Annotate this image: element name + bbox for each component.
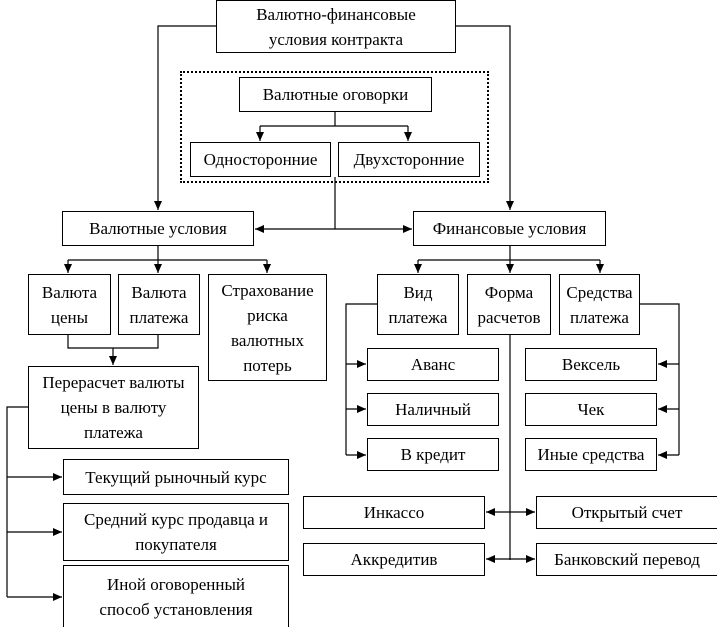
recalculation-box: Перерасчет валюты цены в валюту платежа <box>28 366 199 449</box>
one-sided-clauses-box: Односторонние <box>190 142 331 177</box>
payment-means-bill: Вексель <box>525 348 657 381</box>
payment-type-cash: Наличный <box>367 393 499 426</box>
payment-type-credit: В кредит <box>367 438 499 471</box>
currencies-join <box>67 335 159 349</box>
recalc-method-other: Иной оговоренный способ установления <box>63 565 289 627</box>
currency-clauses-box: Валютные оговорки <box>239 77 432 112</box>
risk-insurance-box: Страхование риска валютных потерь <box>208 274 327 381</box>
payment-means-cheque: Чек <box>525 393 657 426</box>
settlement-collection: Инкассо <box>303 496 485 529</box>
payment-means-other: Иные средства <box>525 438 657 471</box>
settlement-bank-transfer: Банковский перевод <box>536 543 717 576</box>
recalc-method-current-rate: Текущий рыночный курс <box>63 459 289 495</box>
recalc-method-average-rate: Средний курс продавца и покупателя <box>63 503 289 561</box>
payment-means-box: Средства платежа <box>559 274 640 335</box>
payment-type-box: Вид платежа <box>377 274 459 335</box>
price-currency-box: Валюта цены <box>28 274 111 335</box>
financial-terms-box: Финансовые условия <box>413 211 606 246</box>
currency-terms-box: Валютные условия <box>62 211 254 246</box>
currency-clauses-group <box>180 71 489 183</box>
recalc-stem <box>6 406 28 597</box>
settlement-form-box: Форма расчетов <box>467 274 551 335</box>
settlement-open-account: Открытый счет <box>536 496 717 529</box>
root-box: Валютно-финансовые условия контракта <box>216 0 456 53</box>
settlement-letter-of-credit: Аккредитив <box>303 543 485 576</box>
two-sided-clauses-box: Двухсторонние <box>338 142 480 177</box>
payment-type-stem <box>345 303 377 455</box>
root-to-currency-terms <box>154 25 216 210</box>
root-to-financial-terms <box>456 25 514 210</box>
payment-type-advance: Аванс <box>367 348 499 381</box>
payment-currency-box: Валюта платежа <box>118 274 200 335</box>
payment-means-stem <box>640 303 680 455</box>
